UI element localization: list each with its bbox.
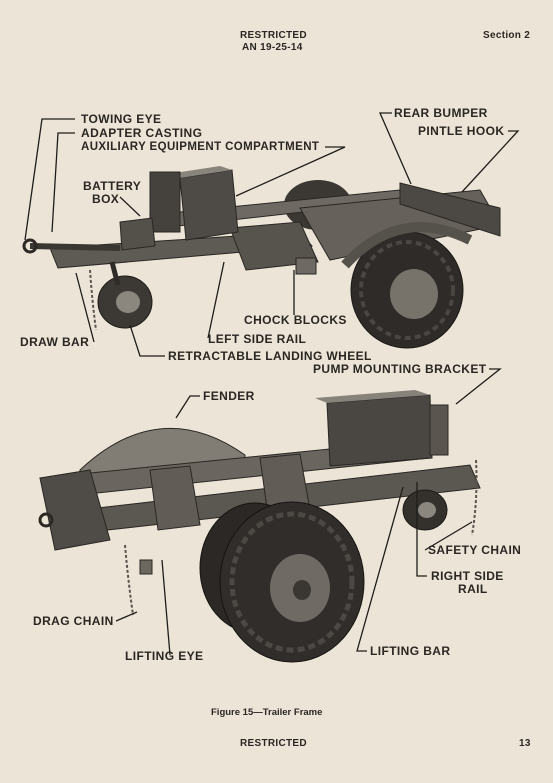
label-towing-eye: TOWING EYE [81,112,162,126]
bottom-wheel-hub-center [293,580,311,600]
bottom-hitch-eye [38,512,54,528]
label-lifting-bar: LIFTING BAR [370,644,451,658]
rear-tire-tread [359,240,455,340]
trailer-top-view [22,166,501,349]
pump-bracket-shape [429,404,449,456]
header-doc-number: AN 19-25-14 [242,42,303,53]
label-pump-bracket: PUMP MOUNTING BRACKET [313,362,487,376]
adapter-casting-shape [149,171,181,233]
safety-chain-shape [471,459,478,536]
label-left-side-rail: LEFT SIDE RAIL [208,332,307,346]
label-battery-box-line2: BOX [92,192,120,206]
battery-box-shape [119,217,156,251]
bottom-tire-tread [229,511,355,653]
label-landing-wheel: RETRACTABLE LANDING WHEEL [168,349,372,363]
label-right-side-rail-line2: RAIL [458,582,488,596]
label-lifting-eye: LIFTING EYE [125,649,204,663]
rear-wheel-hub [390,269,438,319]
auxiliary-compartment-shape [179,169,239,241]
drag-chain-shape [124,544,134,616]
bottom-leader-lines [115,368,502,656]
label-fender: FENDER [203,389,255,403]
chock-blocks-shape [295,257,317,275]
label-auxiliary-compartment: AUXILIARY EQUIPMENT COMPARTMENT [81,141,320,153]
bottom-compartment-shape [326,394,433,467]
bottom-crossmember-1 [149,465,201,531]
top-chain [89,269,97,331]
figure-caption: Figure 15—Trailer Frame [211,707,323,718]
bottom-caster-hub [418,502,436,518]
header-section: Section 2 [483,30,531,41]
rear-bumper-shape [399,182,501,237]
landing-wheel-strut [109,261,121,286]
compartment-top [168,166,232,178]
header-classification: RESTRICTED [240,30,307,41]
label-adapter-casting: ADAPTER CASTING [81,126,203,140]
landing-wheel-hub [116,291,140,313]
label-right-side-rail-line1: RIGHT SIDE [431,569,504,583]
label-safety-chain: SAFETY CHAIN [428,543,522,557]
bottom-compartment-top [315,390,430,403]
label-draw-bar: DRAW BAR [20,335,90,349]
label-battery-box-line1: BATTERY [83,179,142,193]
draw-bar-shape [29,243,121,251]
label-rear-bumper: REAR BUMPER [394,106,488,120]
lifting-eye-shape [139,559,153,575]
trailer-bottom-view [38,390,481,663]
page-number: 13 [519,738,531,749]
label-chock-blocks: CHOCK BLOCKS [244,313,347,327]
top-fender [341,222,473,269]
label-drag-chain: DRAG CHAIN [33,614,114,628]
label-pintle-hook: PINTLE HOOK [418,124,505,138]
towing-eye-shape [22,238,38,254]
footer-classification: RESTRICTED [240,738,307,749]
top-leader-lines [24,112,520,357]
